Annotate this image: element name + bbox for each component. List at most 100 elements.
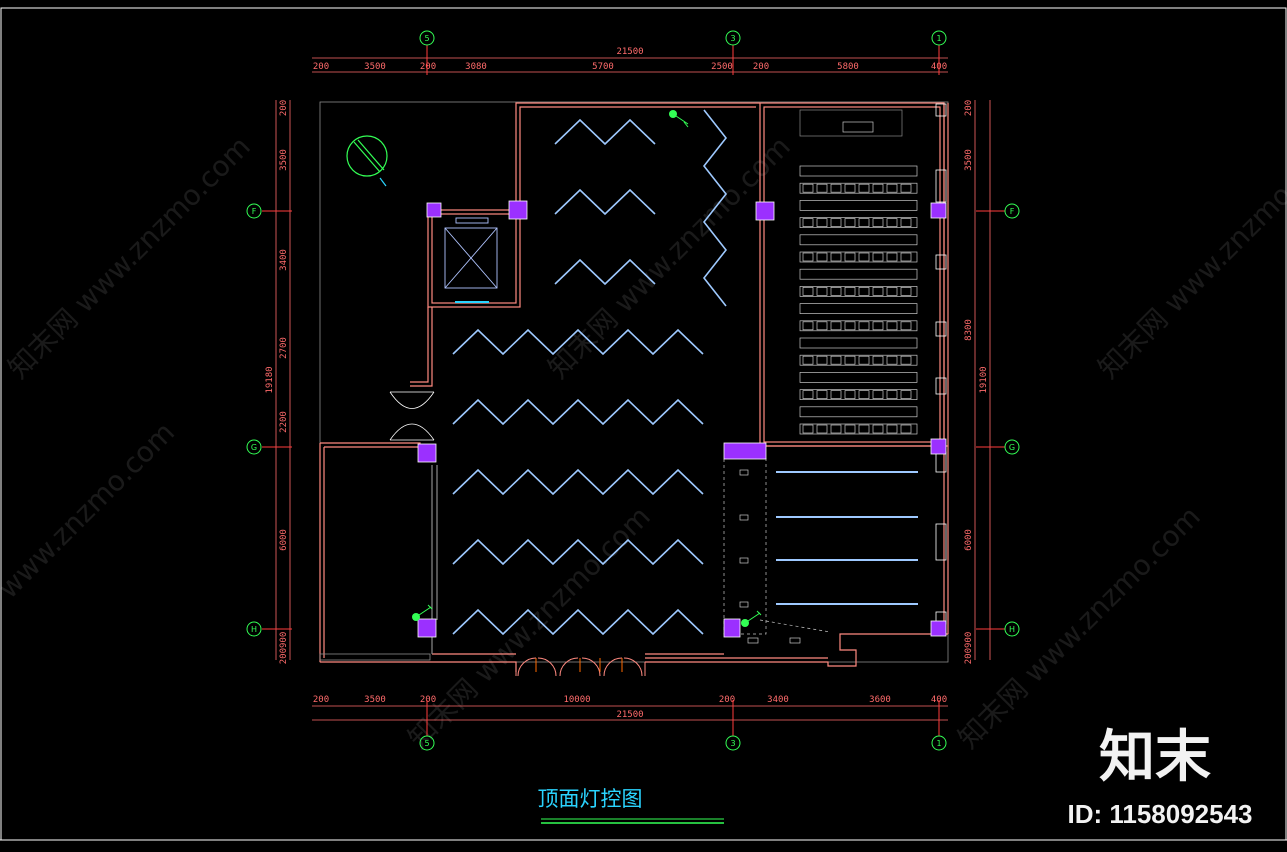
seat <box>802 252 814 262</box>
svg-text:8300: 8300 <box>964 319 974 341</box>
linear-lights <box>776 471 918 605</box>
seat <box>872 321 884 331</box>
seat <box>844 287 856 296</box>
seat <box>900 218 912 227</box>
svg-text:3400: 3400 <box>279 249 289 271</box>
seat <box>802 390 814 399</box>
auditorium <box>799 109 918 435</box>
dimension-lines <box>275 57 991 721</box>
seat <box>886 355 898 365</box>
seat <box>816 183 828 193</box>
svg-text:1: 1 <box>936 34 941 43</box>
seat <box>858 183 870 193</box>
svg-text:200: 200 <box>313 695 329 705</box>
top-total-dimension: 21500 <box>616 47 643 57</box>
svg-text:1: 1 <box>936 739 941 748</box>
seat-rows <box>799 165 918 435</box>
seat <box>830 183 842 193</box>
seat <box>830 218 842 227</box>
seat-row <box>799 182 918 194</box>
seat-row <box>799 303 918 314</box>
seat <box>844 355 856 365</box>
svg-text:G: G <box>1009 443 1015 452</box>
column <box>930 438 947 455</box>
seat <box>830 390 842 399</box>
seat <box>816 355 828 365</box>
seat <box>830 321 842 331</box>
light-strip <box>554 188 656 216</box>
svg-text:5800: 5800 <box>837 62 859 72</box>
seat <box>816 218 828 227</box>
watermark-layer: 知末网 www.znzmo.com 知末网 www.znzmo.com 知末网 … <box>0 130 1287 755</box>
seat-row <box>799 389 918 400</box>
svg-text:2500: 2500 <box>711 62 733 72</box>
seat <box>844 321 856 331</box>
light-strip <box>554 118 656 146</box>
switch-symbol <box>669 110 689 128</box>
seat <box>858 218 870 227</box>
zigzag-light-strips <box>452 109 728 636</box>
seat <box>858 287 870 296</box>
seat <box>900 355 912 365</box>
svg-text:200: 200 <box>420 695 436 705</box>
svg-text:5: 5 <box>424 739 429 748</box>
drawing-title: 顶面灯控图 <box>538 787 643 811</box>
seat <box>886 321 898 331</box>
watermark-text: 知末网 www.znzmo.com <box>2 130 257 385</box>
seat-row <box>799 406 918 418</box>
seat <box>858 252 870 262</box>
seat <box>802 424 814 434</box>
seat <box>858 321 870 331</box>
svg-text:200: 200 <box>964 100 974 116</box>
seat <box>844 252 856 262</box>
seat-row <box>799 217 918 228</box>
seat <box>858 424 870 434</box>
svg-text:5700: 5700 <box>592 62 614 72</box>
seat <box>802 321 814 331</box>
seat <box>858 390 870 399</box>
svg-text:3080: 3080 <box>465 62 487 72</box>
watermark-text: www.znzmo.com <box>0 416 181 605</box>
seat <box>872 390 884 399</box>
seat-row <box>799 268 918 280</box>
seat-row <box>799 354 918 366</box>
right-segment-dimensions: 200 3500 8300 6000 200900 <box>964 100 974 664</box>
seat <box>816 321 828 331</box>
structural-columns <box>417 200 947 638</box>
top-segment-dimensions: 200 3500 200 3080 5700 2500 200 5800 400 <box>313 62 947 72</box>
seat <box>816 390 828 399</box>
column <box>930 202 947 219</box>
seat <box>886 424 898 434</box>
seat <box>886 218 898 227</box>
svg-text:2200: 2200 <box>279 411 289 433</box>
switch-symbol <box>741 610 762 627</box>
seat <box>830 287 842 296</box>
elevator <box>444 217 498 303</box>
switch-symbol <box>412 604 433 621</box>
column <box>417 618 437 638</box>
seat-row <box>799 423 918 435</box>
column <box>930 620 947 637</box>
seat <box>872 355 884 365</box>
svg-text:3500: 3500 <box>364 695 386 705</box>
windows <box>319 103 947 661</box>
column <box>426 202 442 218</box>
bottom-segment-dimensions: 200 3500 200 10000 200 3400 3600 400 <box>313 695 947 705</box>
column <box>755 201 775 221</box>
svg-text:H: H <box>1009 625 1015 634</box>
seat <box>844 218 856 227</box>
svg-text:2700: 2700 <box>279 337 289 359</box>
seat <box>872 287 884 296</box>
light-strip <box>452 328 704 356</box>
light-strip <box>452 538 704 566</box>
seat <box>900 390 912 399</box>
seat <box>900 424 912 434</box>
svg-text:200: 200 <box>753 62 769 72</box>
column <box>417 443 437 463</box>
seat <box>844 183 856 193</box>
seat-row <box>799 337 918 349</box>
seat-row <box>799 286 918 297</box>
watermark-text: 知末网 www.znzmo.com <box>542 130 797 385</box>
seat <box>872 252 884 262</box>
